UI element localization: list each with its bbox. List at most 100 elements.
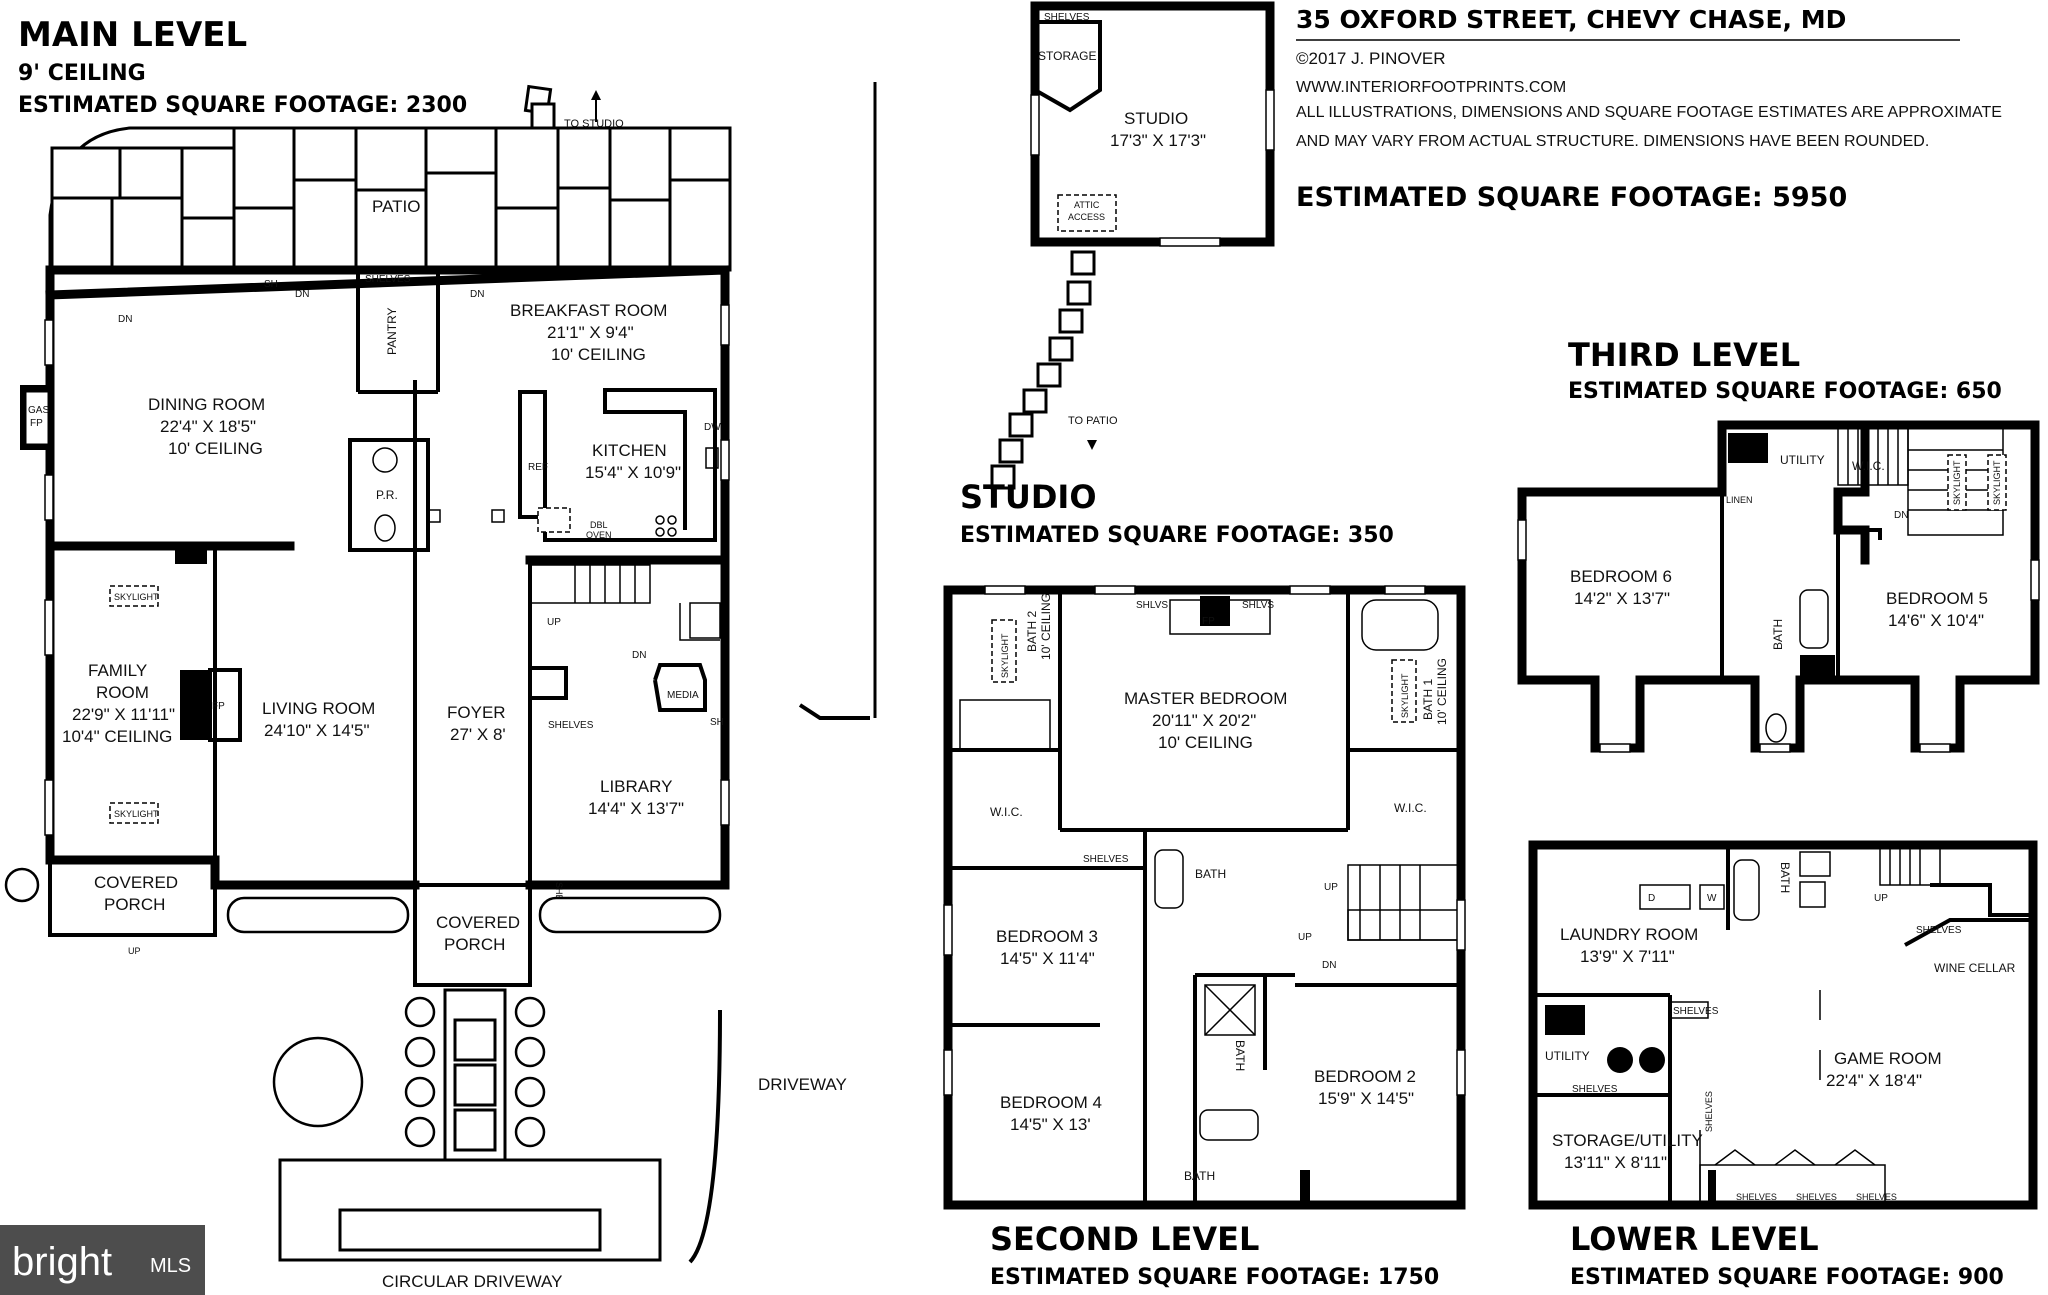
game-room-size: 22'4" X 18'4": [1826, 1071, 1922, 1090]
patio-dn-1: DN: [118, 314, 132, 325]
bath1-ceiling: 10' CEILING: [1435, 658, 1449, 725]
storage-utility-size: 13'11" X 8'11": [1564, 1153, 1667, 1172]
breakfast-room-name: BREAKFAST ROOM: [510, 301, 667, 320]
third-bath: BATH: [1771, 619, 1785, 650]
second-up-2: UP: [1298, 932, 1312, 943]
dining-room-size: 22'4" X 18'5": [160, 417, 256, 436]
lower-level-title: LOWER LEVEL: [1570, 1220, 1819, 1258]
second-level-title: SECOND LEVEL: [990, 1220, 1259, 1258]
bedroom2-name: BEDROOM 2: [1314, 1067, 1416, 1086]
third-level-plan: [1517, 420, 2040, 753]
pantry-label: PANTRY: [385, 307, 399, 355]
bedroom6-size: 14'2" X 13'7": [1574, 589, 1670, 608]
property-address: 35 OXFORD STREET, CHEVY CHASE, MD: [1296, 5, 1846, 34]
dw-label: DW: [704, 422, 721, 433]
skylight-label-1: SKYLIGHT: [114, 592, 159, 602]
laundry-room-size: 13'9" X 7'11": [1580, 947, 1675, 966]
master-bedroom-size: 20'11" X 20'2": [1152, 711, 1256, 730]
studio-title: STUDIO: [960, 478, 1097, 516]
attic-access-2: ACCESS: [1068, 212, 1105, 222]
porch-up-left: UP: [128, 946, 141, 956]
studio-plan: [990, 1, 1275, 490]
family-room-name: FAMILY: [88, 661, 147, 680]
master-bedroom-ceiling: 10' CEILING: [1158, 733, 1253, 752]
studio-sqft: ESTIMATED SQUARE FOOTAGE: 350: [960, 523, 1394, 548]
studio-room-name: STUDIO: [1124, 109, 1188, 128]
sh-label-1: SH: [264, 279, 278, 290]
dbl-oven-label: DBL: [590, 520, 608, 530]
main-level-ceiling: 9' CEILING: [18, 61, 146, 86]
bath2-skylight: SKYLIGHT: [1000, 633, 1010, 678]
dryer-label: D: [1648, 893, 1655, 904]
watermark-brand: bright: [12, 1240, 112, 1284]
dbl-oven-label-2: OVEN: [586, 530, 612, 540]
main-level-title: MAIN LEVEL: [18, 15, 247, 55]
breakfast-room-ceiling: 10' CEILING: [551, 345, 646, 364]
third-skylight-2: SKYLIGHT: [1992, 460, 2002, 505]
powder-room-label: P.R.: [376, 488, 398, 502]
wic-left: W.I.C.: [990, 805, 1023, 819]
lower-shelves-2: SHELVES: [1673, 1006, 1719, 1017]
total-sqft: ESTIMATED SQUARE FOOTAGE: 5950: [1296, 182, 1847, 213]
bath1-skylight: SKYLIGHT: [1400, 673, 1410, 718]
third-wic: W.I.C.: [1852, 459, 1885, 473]
disclaimer-line-1: ALL ILLUSTRATIONS, DIMENSIONS AND SQUARE…: [1296, 104, 2002, 121]
bedroom2-size: 15'9" X 14'5": [1318, 1089, 1414, 1108]
to-studio-label: TO STUDIO: [564, 118, 624, 130]
covered-porch-front-2: PORCH: [444, 935, 505, 954]
covered-porch-left: COVERED: [94, 873, 178, 892]
second-level-plan: [943, 585, 1466, 1210]
lower-level-sqft: ESTIMATED SQUARE FOOTAGE: 900: [1570, 1265, 2004, 1290]
covered-porch-left-2: PORCH: [104, 895, 165, 914]
lower-shelves-vertical: SHELVES: [1704, 1091, 1714, 1132]
bedroom3-size: 14'5" X 11'4": [1000, 949, 1095, 968]
master-shlvs-right: SHLVS: [1242, 600, 1274, 611]
bedroom3-name: BEDROOM 3: [996, 927, 1098, 946]
to-patio-label: TO PATIO: [1068, 415, 1118, 427]
landscaping: [4, 867, 722, 1264]
laundry-room-name: LAUNDRY ROOM: [1560, 925, 1698, 944]
third-level-sqft: ESTIMATED SQUARE FOOTAGE: 650: [1568, 379, 2002, 404]
library-size: 14'4" X 13'7": [588, 799, 684, 818]
attic-access: ATTIC: [1074, 200, 1100, 210]
driveway-label: DRIVEWAY: [758, 1075, 847, 1094]
gas-fp-label-2: FP: [30, 418, 43, 429]
foyer-size: 27' X 8': [450, 725, 506, 744]
media-label: MEDIA: [667, 690, 699, 701]
stair-up-label: UP: [547, 617, 561, 628]
living-room-size: 24'10" X 14'5": [264, 721, 370, 740]
hall-shelves: SHELVES: [1083, 854, 1129, 865]
lower-shelves-6: SHELVES: [1856, 1192, 1897, 1202]
lower-shelves-4: SHELVES: [1736, 1192, 1777, 1202]
sh-label-2: SH: [710, 717, 724, 728]
wic-right: W.I.C.: [1394, 801, 1427, 815]
lower-shelves-1: SHELVES: [1916, 925, 1962, 936]
skylight-label-2: SKYLIGHT: [114, 809, 159, 819]
watermark-mls: MLS: [150, 1255, 191, 1277]
game-room-name: GAME ROOM: [1834, 1049, 1942, 1068]
third-level-title: THIRD LEVEL: [1568, 336, 1800, 374]
kitchen-name: KITCHEN: [592, 441, 667, 460]
website-text: WWW.INTERIORFOOTPRINTS.COM: [1296, 79, 1566, 96]
second-dn: DN: [1322, 960, 1336, 971]
hall-bath-lower: BATH: [1184, 1169, 1215, 1183]
family-fp-label: FP: [212, 701, 225, 712]
bedroom4-size: 14'5" X 13': [1010, 1115, 1091, 1134]
bedroom5-size: 14'6" X 10'4": [1888, 611, 1984, 630]
kitchen-size: 15'4" X 10'9": [585, 463, 681, 482]
family-room-ceiling: 10'4" CEILING: [62, 727, 172, 746]
lower-utility: UTILITY: [1545, 1049, 1590, 1063]
third-dn: DN: [1894, 510, 1908, 521]
patio-dn-2: DN: [295, 289, 309, 300]
library-shelves-label: SHELVES: [548, 720, 594, 731]
gas-fp-label: GAS: [28, 405, 49, 416]
copyright-text: ©2017 J. PINOVER: [1296, 49, 1446, 68]
hall-bath-upper: BATH: [1195, 867, 1226, 881]
dining-room-ceiling: 10' CEILING: [168, 439, 263, 458]
family-room-name-2: ROOM: [96, 683, 149, 702]
disclaimer-line-2: AND MAY VARY FROM ACTUAL STRUCTURE. DIME…: [1296, 133, 1929, 150]
master-shlvs-left: SHLVS: [1136, 600, 1168, 611]
studio-room-size: 17'3" X 17'3": [1110, 131, 1206, 150]
dining-room-name: DINING ROOM: [148, 395, 265, 414]
